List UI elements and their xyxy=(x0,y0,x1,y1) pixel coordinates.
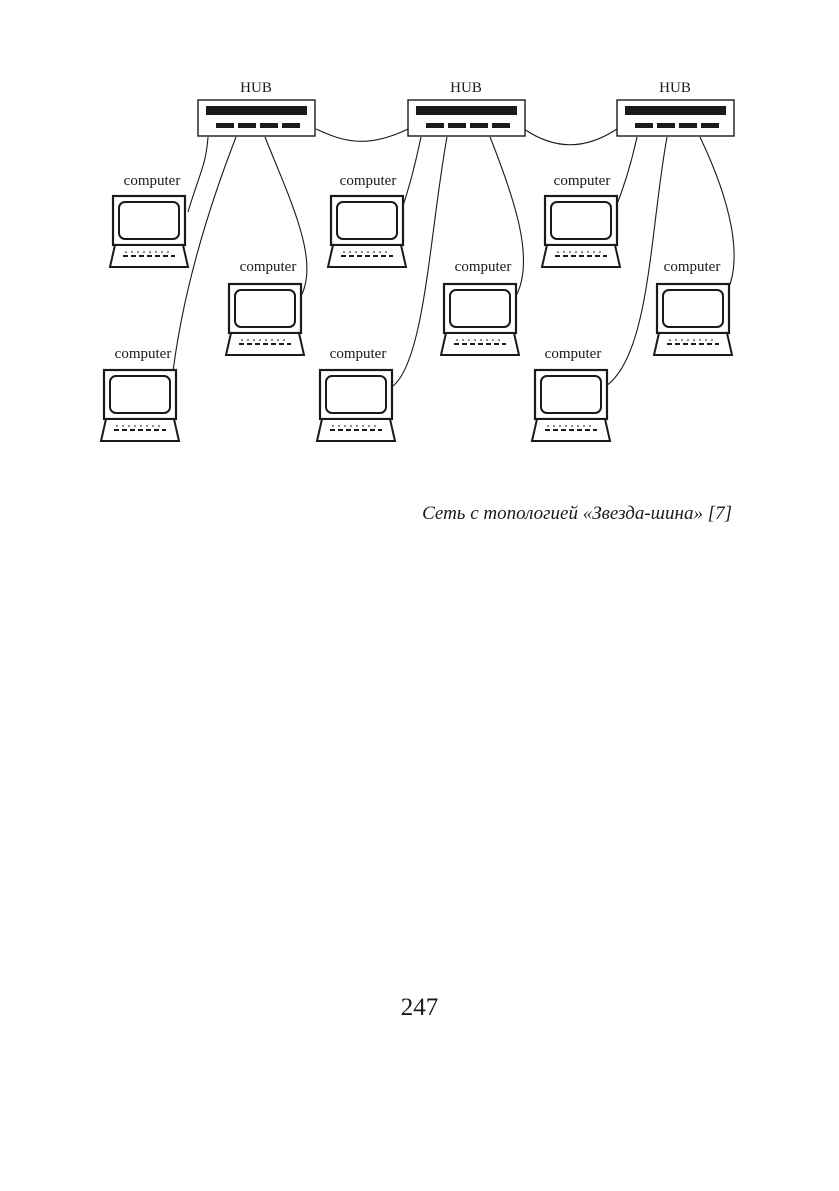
hub-body xyxy=(617,100,734,136)
hub-port xyxy=(492,123,510,128)
hub-port xyxy=(701,123,719,128)
monitor-screen xyxy=(337,202,397,239)
hub-port xyxy=(216,123,234,128)
monitor-screen xyxy=(450,290,510,327)
hub-label: HUB xyxy=(450,80,482,96)
hub-port xyxy=(679,123,697,128)
computer: computer xyxy=(328,173,406,267)
hub: HUB xyxy=(617,80,734,136)
computer-label: computer xyxy=(664,259,721,275)
hub-port-strip xyxy=(625,106,726,115)
computer-label: computer xyxy=(545,346,602,362)
hub-label: HUB xyxy=(240,80,272,96)
monitor-screen xyxy=(541,376,601,413)
computer-label: computer xyxy=(340,173,397,189)
monitor-screen xyxy=(110,376,170,413)
hub-label: HUB xyxy=(659,80,691,96)
computer-label: computer xyxy=(455,259,512,275)
computer: computer xyxy=(654,259,732,355)
computer-label: computer xyxy=(115,346,172,362)
hub-body xyxy=(198,100,315,136)
monitor-screen xyxy=(326,376,386,413)
star-cable xyxy=(188,137,208,212)
bus-cable xyxy=(524,129,617,145)
bus-cable xyxy=(316,129,408,141)
hub-port-strip xyxy=(206,106,307,115)
computer: computer xyxy=(532,346,610,441)
hub-port xyxy=(448,123,466,128)
hub: HUB xyxy=(408,80,525,136)
computer: computer xyxy=(101,346,179,441)
monitor-screen xyxy=(235,290,295,327)
computer-label: computer xyxy=(330,346,387,362)
hub-port xyxy=(238,123,256,128)
monitor-screen xyxy=(663,290,723,327)
computer-label: computer xyxy=(240,259,297,275)
hub-port xyxy=(282,123,300,128)
hub-port xyxy=(635,123,653,128)
computer: computer xyxy=(317,346,395,441)
computer: computer xyxy=(441,259,519,355)
monitor-screen xyxy=(551,202,611,239)
computer: computer xyxy=(226,259,304,355)
star-bus-network-diagram: HUB HUB HUB computer computer computer compute… xyxy=(0,0,839,480)
computer-label: computer xyxy=(554,173,611,189)
monitor-screen xyxy=(119,202,179,239)
hub-body xyxy=(408,100,525,136)
page-number: 247 xyxy=(0,994,839,1022)
computer: computer xyxy=(110,173,188,267)
hub-port xyxy=(470,123,488,128)
hub-port-strip xyxy=(416,106,517,115)
hub: HUB xyxy=(198,80,315,136)
hub-port xyxy=(657,123,675,128)
hub-port xyxy=(260,123,278,128)
computer: computer xyxy=(542,173,620,267)
computer-label: computer xyxy=(124,173,181,189)
hub-port xyxy=(426,123,444,128)
figure-caption: Сеть с топологией «Звезда-шина» [7] xyxy=(422,503,732,525)
